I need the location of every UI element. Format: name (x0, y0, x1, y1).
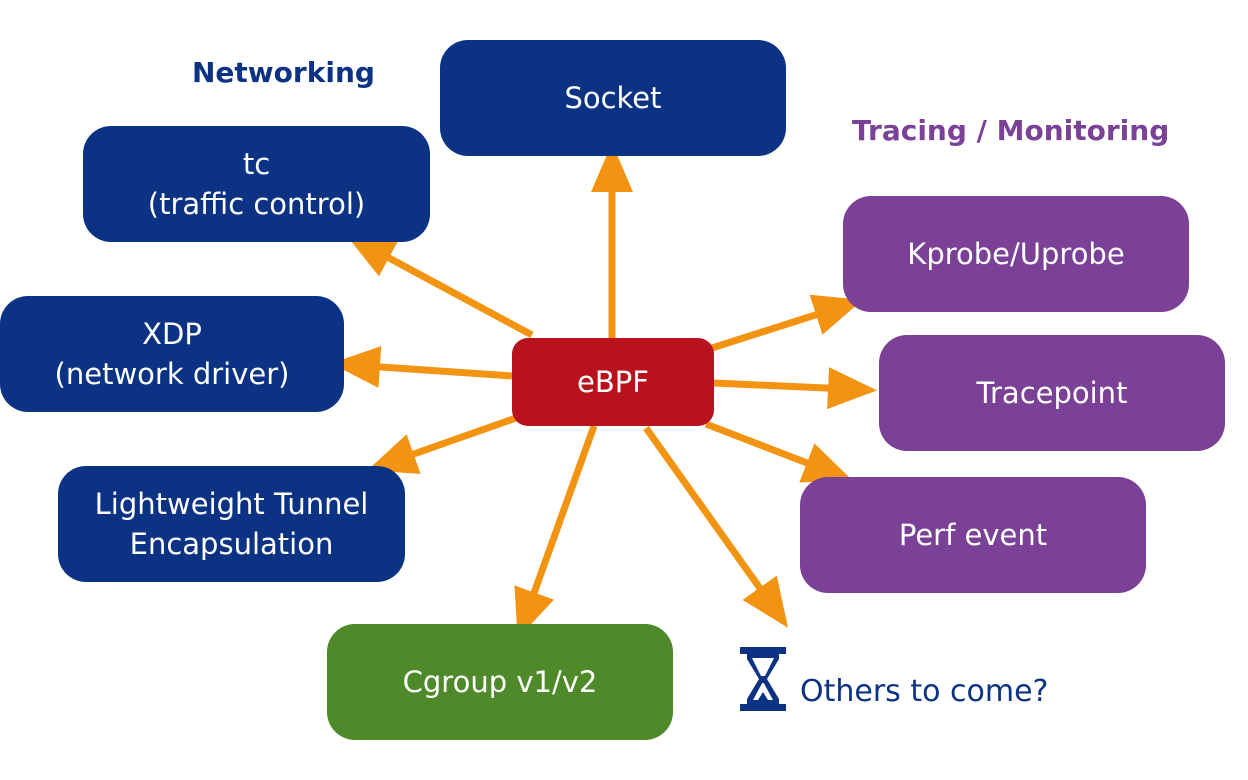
others-to-come-label: Others to come? (800, 673, 1049, 709)
socket-node: Socket (440, 40, 786, 156)
networking-label: Networking (192, 56, 375, 89)
cgroup-node: Cgroup v1/v2 (327, 624, 673, 740)
hourglass-icon (740, 647, 786, 711)
arrow-to-xdp (331, 345, 513, 388)
arrow-to-perf (704, 420, 853, 483)
kprobe-uprobe-node: Kprobe/Uprobe (843, 196, 1189, 312)
arrow-to-tracepoint (713, 367, 877, 410)
arrow-to-tc (345, 234, 534, 339)
others-to-come: Others to come? (738, 645, 1048, 713)
arrow-to-others (643, 425, 789, 628)
perf-event-node: Perf event (800, 477, 1146, 593)
arrow-to-kprobe (710, 294, 863, 352)
lightweight-tunnel-node: Lightweight Tunnel Encapsulation (58, 466, 405, 582)
tc-node: tc (traffic control) (83, 126, 430, 242)
tracing-monitoring-label: Tracing / Monitoring (852, 114, 1170, 147)
xdp-node: XDP (network driver) (0, 296, 344, 412)
arrow-to-lwt (367, 414, 518, 474)
ebpf-node: eBPF (512, 338, 714, 426)
arrow-to-cgroup (514, 424, 598, 639)
tracepoint-node: Tracepoint (879, 335, 1225, 451)
